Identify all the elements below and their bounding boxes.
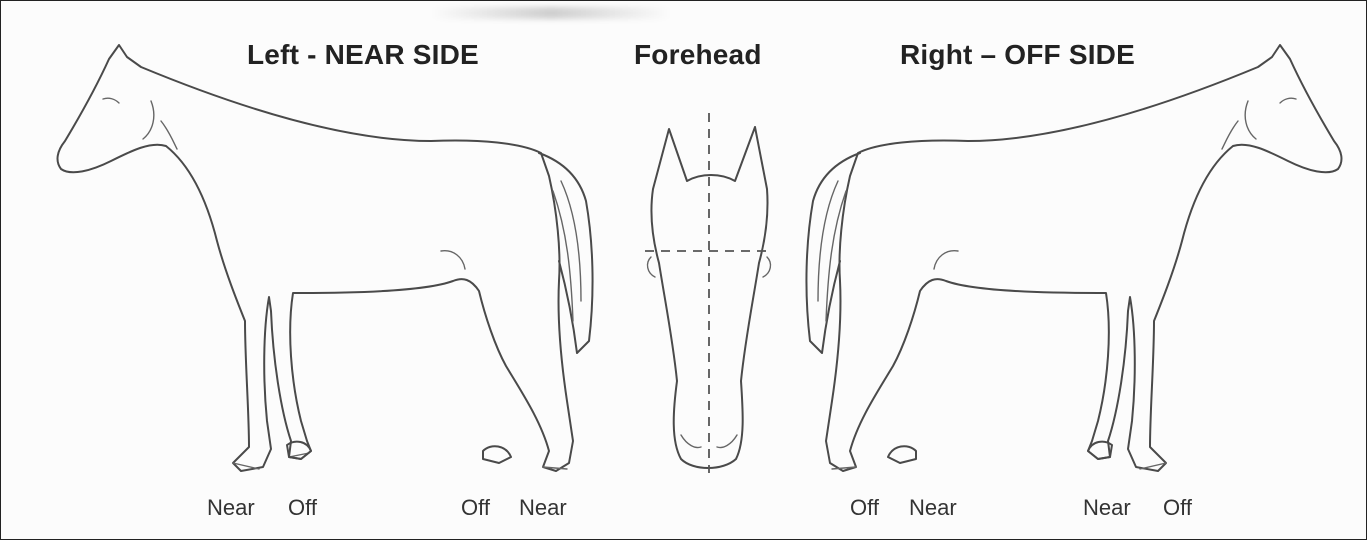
left-horse-outline: [58, 45, 573, 471]
left-horse-hind-off-hoof: [483, 446, 511, 463]
right-horse-front-off-label: Off: [1163, 495, 1192, 521]
right-horse-hind-off-label: Off: [850, 495, 879, 521]
left-horse-front-near-label: Near: [207, 495, 255, 521]
left-horse-front-off-label: Off: [288, 495, 317, 521]
right-horse-tail: [806, 153, 860, 353]
left-horse-tail: [539, 153, 593, 353]
left-horse-hind-off-label: Off: [461, 495, 490, 521]
left-horse-eye: [103, 98, 119, 103]
right-horse-hind-near-label: Near: [909, 495, 957, 521]
right-horse-eye: [1280, 98, 1296, 103]
right-horse-outline: [826, 45, 1341, 471]
left-horse-drawing: [58, 45, 593, 471]
right-horse-front-near-label: Near: [1083, 495, 1131, 521]
right-horse-drawing: [806, 45, 1341, 471]
left-horse-hind-near-label: Near: [519, 495, 567, 521]
forehead-drawing: [645, 113, 773, 473]
